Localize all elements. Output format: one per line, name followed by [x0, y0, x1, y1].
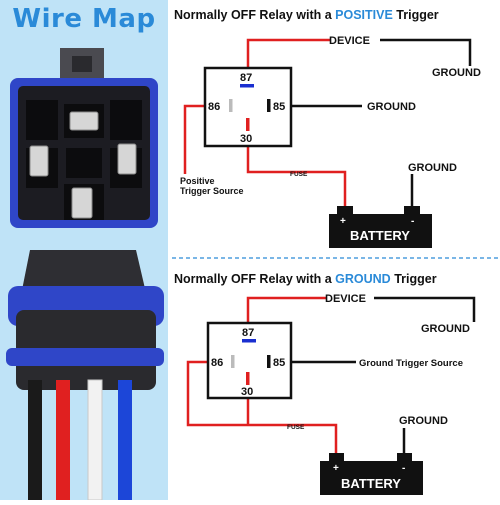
fuse-label: FUSE	[287, 424, 305, 431]
positive-trigger-diagram: Normally OFF Relay with a POSITIVE Trigg…	[174, 8, 481, 248]
trigger-source-label-line2: Trigger Source	[180, 186, 244, 196]
relay-photo-panel: Wire Map	[0, 0, 168, 501]
relay-terminal	[29, 145, 49, 177]
pin-30-label: 30	[240, 133, 252, 145]
ground-trigger-source-label: Ground Trigger Source	[359, 358, 463, 369]
relay-box	[206, 321, 293, 400]
battery-label: BATTERY	[341, 476, 401, 491]
battery-negative-post	[404, 206, 420, 214]
wire-black	[28, 380, 42, 500]
relay-socket	[66, 148, 102, 178]
pin-86-label: 86	[211, 357, 223, 369]
wire-87-to-device	[246, 38, 330, 72]
relay-terminal	[69, 111, 99, 131]
battery-ground-label: GROUND	[408, 162, 457, 174]
battery-minus-label: -	[402, 463, 405, 474]
pin-30-mark	[246, 372, 250, 385]
pin-86-label: 86	[208, 101, 220, 113]
battery-negative-post	[397, 453, 412, 461]
pin-86-mark	[229, 99, 233, 112]
wire-86-and-30-to-battery	[186, 360, 338, 454]
pin-87-mark	[242, 339, 256, 343]
battery-ground-label: GROUND	[399, 415, 448, 427]
pin-87-label: 87	[240, 72, 252, 84]
top-diagram-title: Normally OFF Relay with a POSITIVE Trigg…	[174, 8, 439, 22]
relay-ground-label: GROUND	[367, 101, 416, 113]
wire-86-to-trigger	[183, 104, 205, 174]
pin-86-mark	[231, 355, 235, 368]
battery-plus-label: +	[333, 463, 339, 474]
ground-trigger-diagram: Normally OFF Relay with a GROUND Trigger…	[174, 272, 476, 495]
relay-terminal	[117, 143, 137, 175]
pin-30-label: 30	[241, 386, 253, 398]
device-label: DEVICE	[329, 35, 370, 47]
battery-plus-label: +	[340, 216, 346, 227]
pin-87-mark	[240, 84, 254, 88]
battery-positive-post	[329, 453, 344, 461]
trigger-source-label-line1: Positive	[180, 176, 215, 186]
wire-30-to-battery	[246, 142, 347, 208]
wire-red	[56, 380, 70, 500]
wire-87-to-device	[246, 296, 326, 327]
pin-85-label: 85	[273, 101, 285, 113]
pin-30-mark	[246, 118, 250, 131]
battery	[329, 214, 432, 248]
bottom-diagram-title: Normally OFF Relay with a GROUND Trigger	[174, 272, 437, 286]
battery-positive-post	[337, 206, 353, 214]
device-ground-label: GROUND	[421, 323, 470, 335]
battery-label: BATTERY	[350, 228, 410, 243]
pin-85-label: 85	[273, 357, 285, 369]
relay-illustration	[6, 48, 164, 501]
relay-box	[203, 66, 293, 148]
pin-85-mark	[267, 99, 271, 112]
battery-minus-label: -	[411, 216, 414, 227]
device-label: DEVICE	[325, 293, 366, 305]
device-ground-label: GROUND	[432, 67, 481, 79]
pin-85-mark	[267, 355, 271, 368]
pin-87-label: 87	[242, 327, 254, 339]
relay-socket	[26, 100, 58, 140]
wire-blue	[118, 380, 132, 500]
battery	[320, 461, 423, 495]
relay-socket	[110, 100, 142, 140]
relay-terminal	[71, 187, 93, 219]
wire-device-to-ground	[380, 38, 472, 66]
fuse-label: FUSE	[290, 171, 308, 178]
wire-map-title: Wire Map	[12, 4, 156, 34]
wire-device-to-ground	[374, 296, 476, 322]
